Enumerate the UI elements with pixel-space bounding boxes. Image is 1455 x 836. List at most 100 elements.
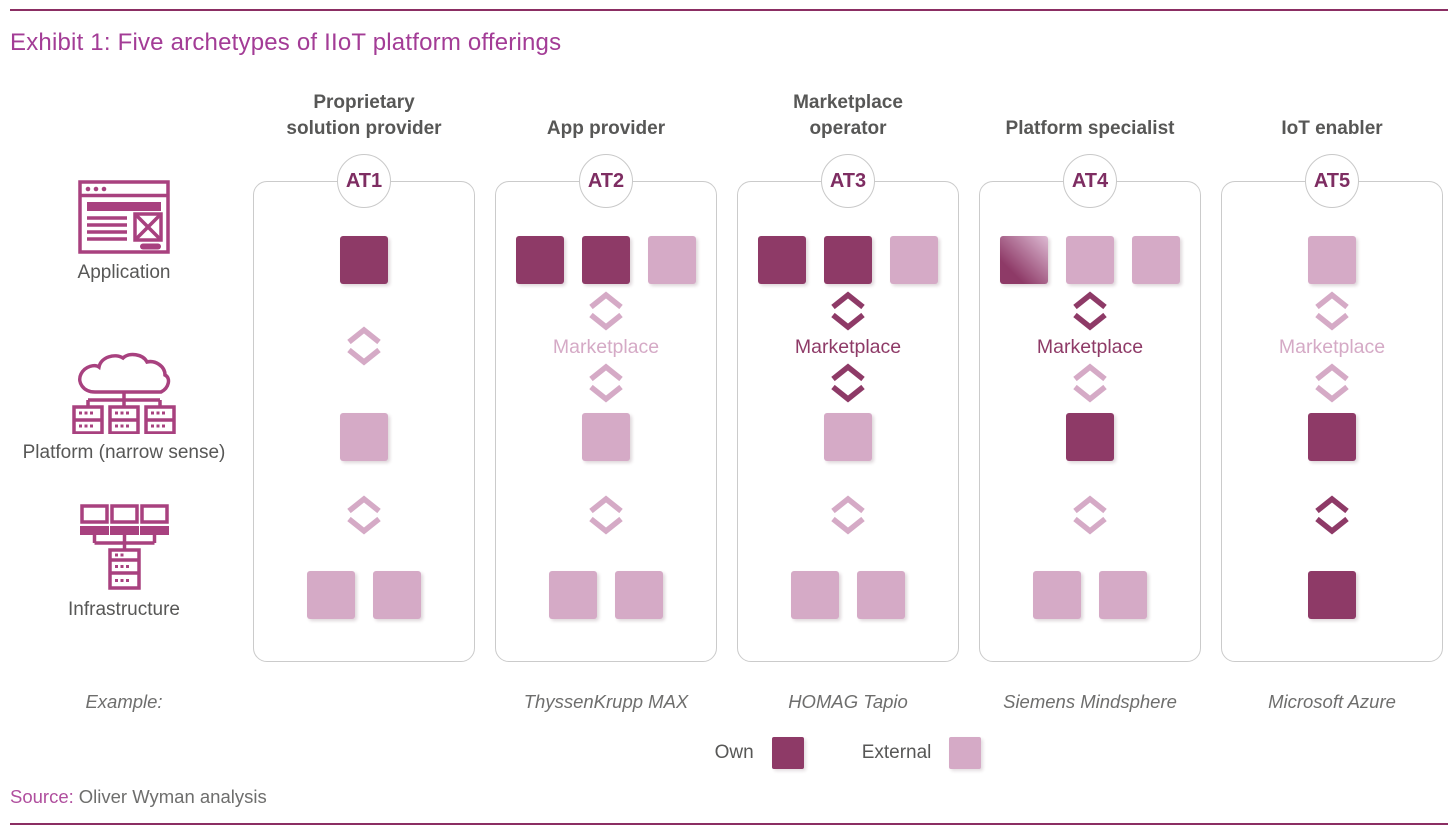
external-block [1033, 571, 1081, 619]
double-chevron-icon [831, 363, 865, 403]
own-block [516, 236, 564, 284]
own-block [1308, 413, 1356, 461]
source-text: Oliver Wyman analysis [78, 786, 267, 807]
application-blocks [1222, 236, 1442, 284]
row-application: Application [0, 180, 248, 284]
legend-swatch-own [771, 737, 804, 769]
archetype-title: Platform specialist [967, 86, 1213, 142]
own-block [758, 236, 806, 284]
external-block [648, 236, 696, 284]
top-rule [10, 9, 1448, 11]
example-caption: Example: [85, 691, 163, 712]
external-block [1066, 236, 1114, 284]
bottom-rule [10, 823, 1448, 825]
arrow-marketplace-platform [496, 363, 716, 403]
double-chevron-icon [1315, 363, 1349, 403]
example-name: Microsoft Azure [1268, 691, 1396, 712]
archetype-badge: AT1 [337, 154, 391, 208]
arrow-marketplace-platform [1222, 363, 1442, 403]
external-block [373, 571, 421, 619]
own-block [824, 236, 872, 284]
infrastructure-network-icon [80, 504, 169, 590]
application-blocks [980, 236, 1200, 284]
external-block [890, 236, 938, 284]
platform-blocks [738, 413, 958, 461]
marketplace-label: Marketplace [794, 336, 902, 358]
archetype-title: App provider [483, 86, 729, 142]
double-chevron-icon [589, 291, 623, 331]
archetype-title-line: Marketplace [793, 92, 903, 113]
arrow-application-marketplace [1222, 291, 1442, 331]
layer-axis: Application [0, 0, 248, 740]
application-blocks [738, 236, 958, 284]
example-name: ThyssenKrupp MAX [523, 691, 689, 712]
platform-blocks [1222, 413, 1442, 461]
external-block [582, 413, 630, 461]
legend-label-external: External [861, 742, 932, 763]
arrow-application-marketplace [496, 291, 716, 331]
arrow-platform-infrastructure [980, 495, 1200, 535]
external-block [791, 571, 839, 619]
arrow-platform-infrastructure [496, 495, 716, 535]
archetype-title: Proprietary solution provider [241, 86, 487, 142]
row-platform: Platform (narrow sense) [0, 350, 248, 464]
external-block [857, 571, 905, 619]
marketplace-label: Marketplace [1278, 336, 1386, 358]
arrow-marketplace-platform [738, 363, 958, 403]
own-block [340, 236, 388, 284]
external-block [824, 413, 872, 461]
external-block [340, 413, 388, 461]
double-chevron-icon [1315, 291, 1349, 331]
infrastructure-blocks [980, 571, 1200, 619]
external-block [549, 571, 597, 619]
external-block [1308, 236, 1356, 284]
infrastructure-blocks [496, 571, 716, 619]
platform-blocks [496, 413, 716, 461]
double-chevron-icon [1073, 495, 1107, 535]
archetype-badge: AT4 [1063, 154, 1117, 208]
row-label-application: Application [77, 262, 171, 283]
example-name: HOMAG Tapio [788, 691, 908, 712]
double-chevron-icon [1315, 495, 1349, 535]
archetype-card: AT1 [253, 154, 475, 662]
legend-label-own: Own [714, 742, 754, 763]
infrastructure-blocks [254, 571, 474, 619]
row-infrastructure: Infrastructure [0, 503, 248, 621]
platform-cloud-icon [72, 352, 176, 434]
application-blocks [496, 236, 716, 284]
archetype-title-line: IoT enabler [1281, 118, 1383, 139]
arrow-platform-infrastructure [738, 495, 958, 535]
archetype-title-line: Proprietary [313, 92, 415, 113]
archetype-badge: AT2 [579, 154, 633, 208]
own-block [582, 236, 630, 284]
arrow-application-marketplace [738, 291, 958, 331]
infrastructure-blocks [1222, 571, 1442, 619]
double-chevron-icon [589, 495, 623, 535]
own-external-gradient-block [1000, 236, 1048, 284]
marketplace-label: Marketplace [1036, 336, 1144, 358]
external-block [1099, 571, 1147, 619]
archetype-title-line: solution provider [286, 118, 442, 139]
archetype-title: IoT enabler [1209, 86, 1455, 142]
application-blocks [254, 236, 474, 284]
external-block [1132, 236, 1180, 284]
archetype-title-line: Platform specialist [1005, 118, 1175, 139]
double-chevron-icon [347, 495, 381, 535]
platform-blocks [980, 413, 1200, 461]
own-block [1308, 571, 1356, 619]
legend-swatch-external [949, 737, 982, 769]
marketplace-label: Marketplace [552, 336, 660, 358]
arrow-platform-infrastructure [254, 495, 474, 535]
exhibit-title: Exhibit 1: Five archetypes of IIoT platf… [10, 29, 562, 56]
double-chevron-icon [1073, 363, 1107, 403]
